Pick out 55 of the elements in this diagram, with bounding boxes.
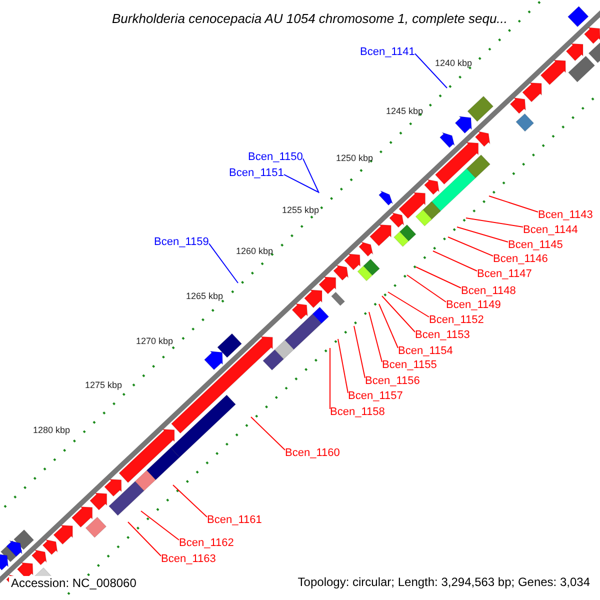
scale-label: 1260 kbp [236,247,274,256]
leader-line [302,158,320,194]
gene-label: Bcen_1145 [508,240,563,251]
leader-line [416,266,462,288]
gene-label: Bcen_1141 [360,47,415,58]
gene-label: Bcen_1159 [154,237,209,248]
leader-line [140,510,180,540]
leader-line [488,196,538,212]
leader-line [368,312,382,362]
gene-label: Bcen_1153 [415,330,470,341]
gene-label: Bcen_1152 [429,315,484,326]
leader-line [208,243,238,284]
gene-label: Bcen_1144 [523,225,578,236]
leader-line [354,326,366,378]
leader-line [378,304,398,348]
gene-label: Bcen_1143 [538,210,593,221]
gene-label: Bcen_1150 [248,152,303,163]
scale-label: 1245 kbp [386,107,424,116]
scale-label: 1280 kbp [33,426,70,435]
scale-label: 1270 kbp [136,337,174,346]
leader-line [284,174,318,192]
leader-line [414,53,448,88]
gene-label: Bcen_1154 [398,346,453,357]
gene-label: Bcen_1163 [161,554,216,565]
leader-line [406,274,446,302]
scale-label: 1240 kbp [435,59,472,68]
scale-label: 1250 kbp [336,154,374,163]
leader-line [388,292,430,318]
gene-label: Bcen_1162 [179,538,234,549]
gene-label: Bcen_1148 [461,286,516,297]
gene-label: Bcen_1146 [493,254,548,265]
accession-text: Accession: NC_008060 [9,576,138,590]
gene-label: Bcen_1155 [382,360,437,371]
gene-label: Bcen_1151 [229,168,284,179]
leader-line [250,416,286,450]
gene-label: Bcen_1147 [477,269,532,280]
leader-line [448,236,494,256]
leader-line [456,226,508,242]
scale-label: 1275 kbp [85,381,122,390]
gene-label: Bcen_1149 [446,300,501,311]
gene-label: Bcen_1156 [365,376,420,387]
scale-label: 1265 kbp [186,292,224,301]
gene-label: Bcen_1158 [330,407,385,418]
title: Burkholderia cenocepacia AU 1054 chromosome 1, complete sequ... [112,12,508,25]
leader-line [432,250,478,272]
gene-label: Bcen_1157 [348,391,403,402]
leader-line [382,296,416,332]
summary-text: Topology: circular; Length: 3,294,563 bp; Genes: 3,034 [298,576,590,588]
leader-line [338,338,348,394]
leader-line [128,522,162,556]
scale-label: 1255 kbp [282,206,320,215]
leader-line [172,484,208,518]
gene-label: Bcen_1160 [285,448,340,459]
leader-line [466,218,524,228]
gene-label: Bcen_1161 [207,515,262,526]
